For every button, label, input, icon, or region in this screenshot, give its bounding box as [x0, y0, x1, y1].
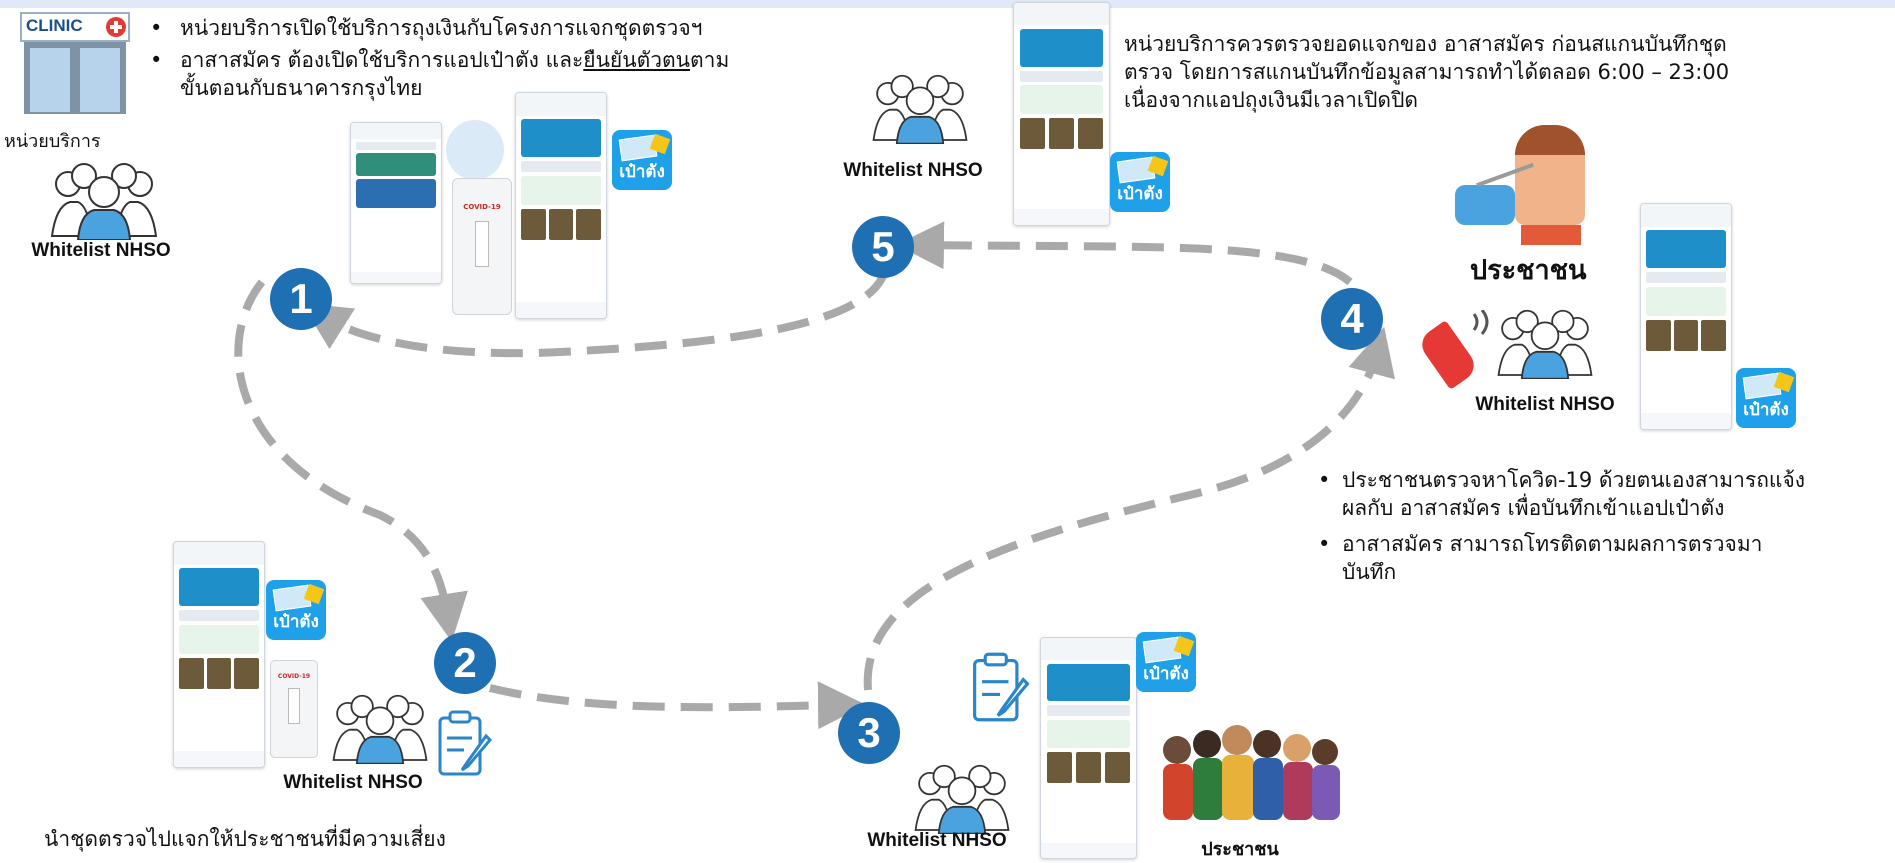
paotang-app-icon-step2: เป๋าตัง	[266, 580, 326, 640]
paotang-app-icon-step3: เป๋าตัง	[1136, 632, 1196, 692]
paotang-app-icon-step5: เป๋าตัง	[1110, 152, 1170, 212]
app-screenshot-step4	[1640, 203, 1732, 430]
volunteer-group-icon	[50, 163, 158, 240]
arrow-1-to-2	[234, 279, 468, 642]
volunteer-group-icon	[332, 694, 428, 764]
arrow-3-to-4	[863, 326, 1395, 691]
covid-test-kit-step1: COVID-19	[452, 178, 512, 315]
step2-description: นำชุดตรวจไปแจกให้ประชาชนที่มีความเสี่ยง	[44, 827, 446, 851]
clipboard-edit-icon	[438, 710, 493, 776]
app-screenshot-step1-b	[515, 92, 607, 319]
step-4-badge: 4	[1321, 288, 1383, 350]
whitelist-label-step4: Whitelist NHSO	[1475, 394, 1615, 415]
paotang-app-icon-step1: เป๋าตัง	[612, 130, 672, 190]
whitelist-label-step5: Whitelist NHSO	[843, 160, 983, 181]
arrow-5-to-1	[301, 268, 889, 358]
step-1-badge: 1	[270, 268, 332, 330]
top-banner-strip	[0, 0, 1895, 8]
step-5-badge: 5	[852, 216, 914, 278]
citizen-label-step3: ประชาชน	[1201, 839, 1279, 859]
red-cross-icon	[106, 17, 126, 37]
step-2-badge: 2	[434, 632, 496, 694]
app-screenshot-step1-a	[350, 122, 442, 284]
whitelist-label-step2: Whitelist NHSO	[283, 772, 423, 793]
clinic-label: หน่วยบริการ	[4, 131, 101, 152]
arrow-4-to-5	[896, 221, 1353, 286]
person-with-box-icon	[446, 120, 504, 180]
citizens-crowd-image	[1163, 725, 1340, 820]
whitelist-label-step3: Whitelist NHSO	[867, 830, 1007, 851]
step-3-badge: 3	[838, 702, 900, 764]
call-signal-icon	[1472, 310, 1489, 335]
clipboard-edit-icon	[973, 652, 1030, 722]
clinic-building-icon: CLINIC	[20, 12, 130, 114]
paotang-app-icon-step4: เป๋าตัง	[1736, 368, 1796, 428]
app-screenshot-step5	[1013, 2, 1110, 226]
citizen-self-test-icon	[1455, 125, 1590, 245]
arrow-2-to-3	[489, 681, 866, 730]
citizen-label-step4: ประชาชน	[1470, 255, 1587, 285]
app-screenshot-step2	[173, 541, 265, 768]
step5-description: หน่วยบริการควรตรวจยอดแจกของ อาสาสมัคร ก่…	[1124, 32, 1730, 112]
volunteer-group-icon	[1497, 309, 1593, 379]
volunteer-group-icon	[914, 764, 1010, 834]
clinic-sign-text: CLINIC	[26, 16, 83, 35]
whitelist-label-step1: Whitelist NHSO	[31, 240, 171, 261]
covid-test-kit-step2: COVID-19	[270, 660, 318, 758]
volunteer-group-icon	[872, 74, 968, 144]
app-screenshot-step3	[1040, 637, 1137, 859]
